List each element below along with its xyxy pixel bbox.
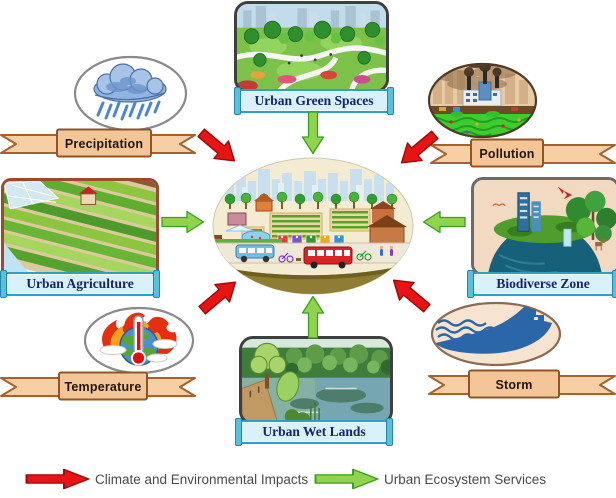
service-arrow-green-spaces — [301, 111, 325, 155]
wetland-pond-illustration — [242, 339, 390, 422]
burning-globe-thermometer-icon — [83, 306, 195, 375]
precipitation-ribbon — [0, 128, 196, 158]
pollution-ribbon-label: Pollution — [471, 140, 543, 167]
urban-wet-lands-label: Urban Wet Lands — [235, 418, 393, 446]
storm-ribbon — [428, 369, 616, 399]
precipitation-ribbon-label: Precipitation — [57, 130, 151, 157]
legend-impacts-label: Climate and Environmental Impacts — [95, 468, 308, 490]
storm-label-text: Storm — [495, 377, 533, 392]
legend-services-arrow-icon — [314, 468, 380, 490]
urban-green-spaces-image — [234, 1, 389, 93]
service-arrow-agriculture — [161, 210, 205, 234]
service-arrow-biodiverse — [422, 210, 466, 234]
legend-impacts-arrow-icon — [25, 468, 91, 490]
biodiverse-zone-label-text: Biodiverse Zone — [496, 276, 590, 291]
pollution-label-text: Pollution — [479, 146, 535, 161]
legend-services-text: Urban Ecosystem Services — [384, 471, 547, 487]
legend-services-label: Urban Ecosystem Services — [384, 468, 546, 490]
precipitation-label-text: Precipitation — [64, 136, 144, 151]
globe-jungle-illustration — [474, 180, 616, 273]
urban-wet-lands-image — [239, 336, 393, 425]
storm-wave-icon — [430, 301, 562, 367]
service-arrow-wet-lands — [301, 295, 325, 339]
storm-ribbon-label: Storm — [469, 371, 559, 398]
temperature-ribbon — [0, 371, 196, 401]
rain-cloud-icon — [73, 55, 188, 132]
urban-wet-lands-label-text: Urban Wet Lands — [262, 424, 366, 439]
city-park-illustration — [237, 4, 386, 90]
biodiverse-zone-label: Biodiverse Zone — [467, 270, 616, 298]
urban-ecosystem-town-scene — [212, 157, 414, 295]
urban-green-spaces-label: Urban Green Spaces — [234, 87, 394, 115]
garden-beds-illustration — [4, 181, 156, 276]
urban-green-spaces-label-text: Urban Green Spaces — [254, 93, 374, 108]
temperature-ribbon-label: Temperature — [59, 373, 147, 400]
factory-smog-icon — [427, 62, 538, 139]
urban-agriculture-label: Urban Agriculture — [0, 270, 160, 298]
temperature-label-text: Temperature — [64, 379, 142, 394]
urban-agriculture-image — [1, 178, 159, 279]
legend-impacts-text: Climate and Environmental Impacts — [95, 471, 309, 487]
pollution-ribbon — [430, 138, 616, 168]
urban-agriculture-label-text: Urban Agriculture — [26, 276, 134, 291]
biodiverse-zone-image — [471, 177, 616, 276]
